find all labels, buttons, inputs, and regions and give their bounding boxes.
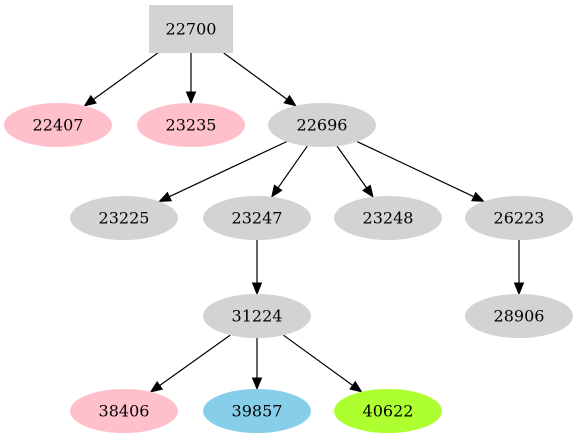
edge-22700-to-23235	[185, 53, 197, 105]
edge-31224-to-40622	[283, 334, 363, 393]
edge-22700-to-22696	[223, 52, 297, 107]
edge-22700-to-22407	[83, 52, 159, 107]
arrowhead	[158, 191, 173, 202]
node-label: 26223	[494, 209, 545, 228]
edge-23247-to-31224	[251, 240, 263, 296]
arrowhead	[83, 94, 97, 107]
edge-line	[223, 52, 288, 100]
node-label: 38406	[99, 402, 150, 421]
arrowhead	[362, 184, 374, 198]
node-23235: 23235	[137, 103, 245, 147]
node-ellipse	[4, 103, 112, 147]
node-box	[149, 5, 233, 53]
arrowhead	[283, 94, 297, 107]
edge-31224-to-39857	[251, 338, 263, 391]
arrowhead	[271, 184, 283, 198]
arrowhead	[513, 282, 525, 296]
node-label: 31224	[232, 307, 283, 326]
edge-line	[93, 52, 159, 100]
arrowhead	[149, 380, 164, 393]
edge-line	[159, 334, 231, 386]
arrowhead	[471, 191, 485, 202]
node-label: 28906	[494, 307, 545, 326]
edge-22696-to-23225	[158, 141, 287, 202]
edge-22696-to-26223	[357, 141, 485, 202]
edge-line	[169, 141, 287, 198]
node-label: 39857	[232, 402, 283, 421]
arrowhead	[251, 377, 263, 391]
node-label: 23225	[99, 209, 150, 228]
arrowhead	[349, 380, 363, 393]
node-label: 22700	[166, 20, 217, 39]
node-ellipse	[203, 389, 311, 433]
edges-layer	[83, 52, 525, 393]
node-label: 23247	[232, 209, 283, 228]
node-22700: 22700	[149, 5, 233, 53]
node-ellipse	[203, 294, 311, 338]
edge-line	[283, 334, 353, 386]
node-ellipse	[465, 294, 573, 338]
node-31224: 31224	[203, 294, 311, 338]
node-ellipse	[203, 196, 311, 240]
node-38406: 38406	[70, 389, 178, 433]
node-label: 22696	[297, 116, 348, 135]
node-ellipse	[70, 196, 178, 240]
node-23225: 23225	[70, 196, 178, 240]
edge-line	[336, 145, 368, 189]
node-ellipse	[137, 103, 245, 147]
node-ellipse	[334, 196, 442, 240]
node-28906: 28906	[465, 294, 573, 338]
node-label: 40622	[363, 402, 414, 421]
edge-line	[357, 141, 475, 198]
edge-line	[277, 145, 308, 189]
arrowhead	[251, 282, 263, 296]
node-39857: 39857	[203, 389, 311, 433]
arrowhead	[185, 91, 197, 105]
node-ellipse	[268, 103, 376, 147]
node-ellipse	[465, 196, 573, 240]
node-ellipse	[70, 389, 178, 433]
node-22407: 22407	[4, 103, 112, 147]
edge-22696-to-23248	[336, 145, 374, 198]
nodes-layer: 22700 22407 23235 22696 23225 23247 23248 26223…	[4, 5, 573, 433]
edge-22696-to-23247	[271, 145, 308, 198]
node-label: 23248	[363, 209, 414, 228]
node-ellipse	[334, 389, 442, 433]
node-26223: 26223	[465, 196, 573, 240]
node-22696: 22696	[268, 103, 376, 147]
edge-31224-to-38406	[149, 334, 231, 393]
node-23247: 23247	[203, 196, 311, 240]
node-label: 22407	[33, 116, 84, 135]
node-23248: 23248	[334, 196, 442, 240]
node-label: 23235	[166, 116, 217, 135]
node-40622: 40622	[334, 389, 442, 433]
edge-26223-to-28906	[513, 240, 525, 296]
